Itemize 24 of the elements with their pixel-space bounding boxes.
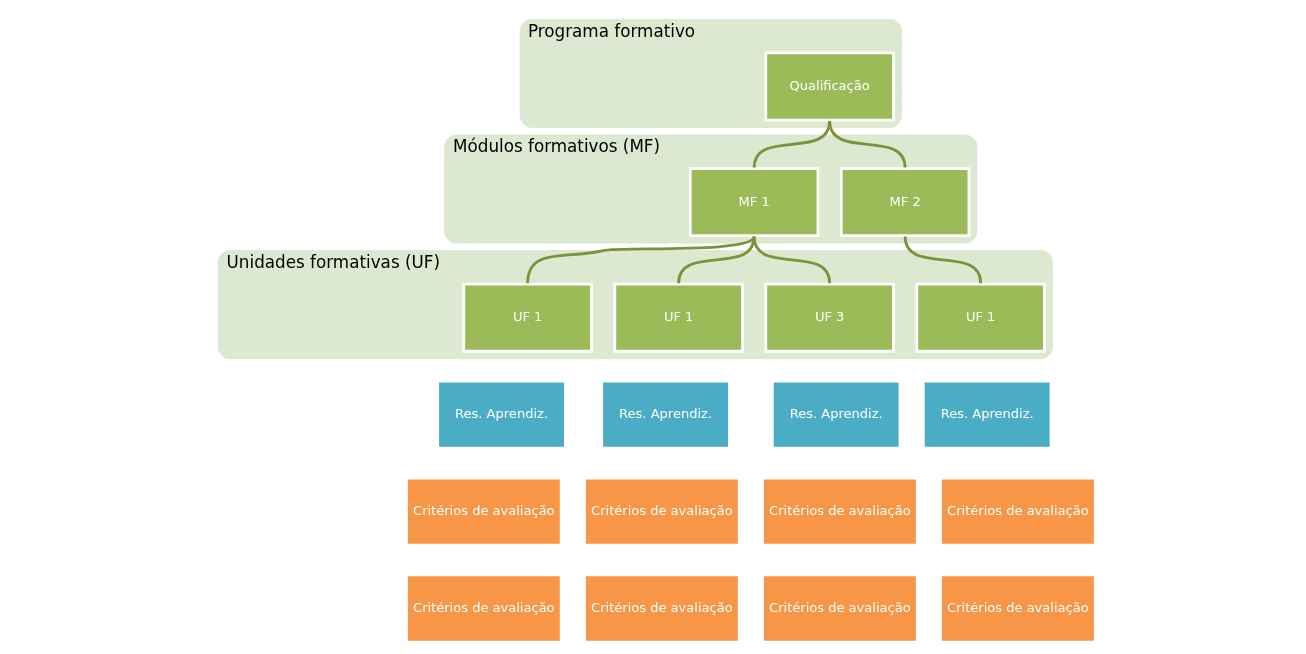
node-box: Critérios de avaliação	[939, 573, 1097, 644]
node-box: UF 1	[462, 282, 593, 353]
connector	[752, 236, 831, 284]
node-box: MF 2	[839, 167, 971, 238]
node-box: MF 1	[688, 167, 820, 238]
node-box: Critérios de avaliação	[583, 573, 741, 644]
node-box: Res. Aprendiz.	[600, 379, 731, 450]
node-box: UF 3	[764, 282, 895, 353]
connector	[677, 236, 756, 284]
connector	[526, 235, 756, 284]
node-box: Res. Aprendiz.	[770, 379, 902, 450]
node-box: Critérios de avaliação	[939, 476, 1097, 547]
node-box: Critérios de avaliação	[583, 476, 741, 547]
node-box: Res. Aprendiz.	[436, 379, 567, 450]
node-box: UF 1	[915, 282, 1046, 353]
node-box: Critérios de avaliação	[405, 476, 563, 547]
node-box: Qualificação	[764, 51, 895, 122]
node-box: Critérios de avaliação	[405, 573, 563, 644]
node-box: Res. Aprendiz.	[921, 379, 1053, 450]
connector	[828, 120, 907, 168]
node-box: Critérios de avaliação	[761, 573, 919, 644]
connector	[903, 236, 982, 284]
node-box: UF 1	[613, 282, 744, 353]
node-box: Critérios de avaliação	[761, 476, 919, 547]
